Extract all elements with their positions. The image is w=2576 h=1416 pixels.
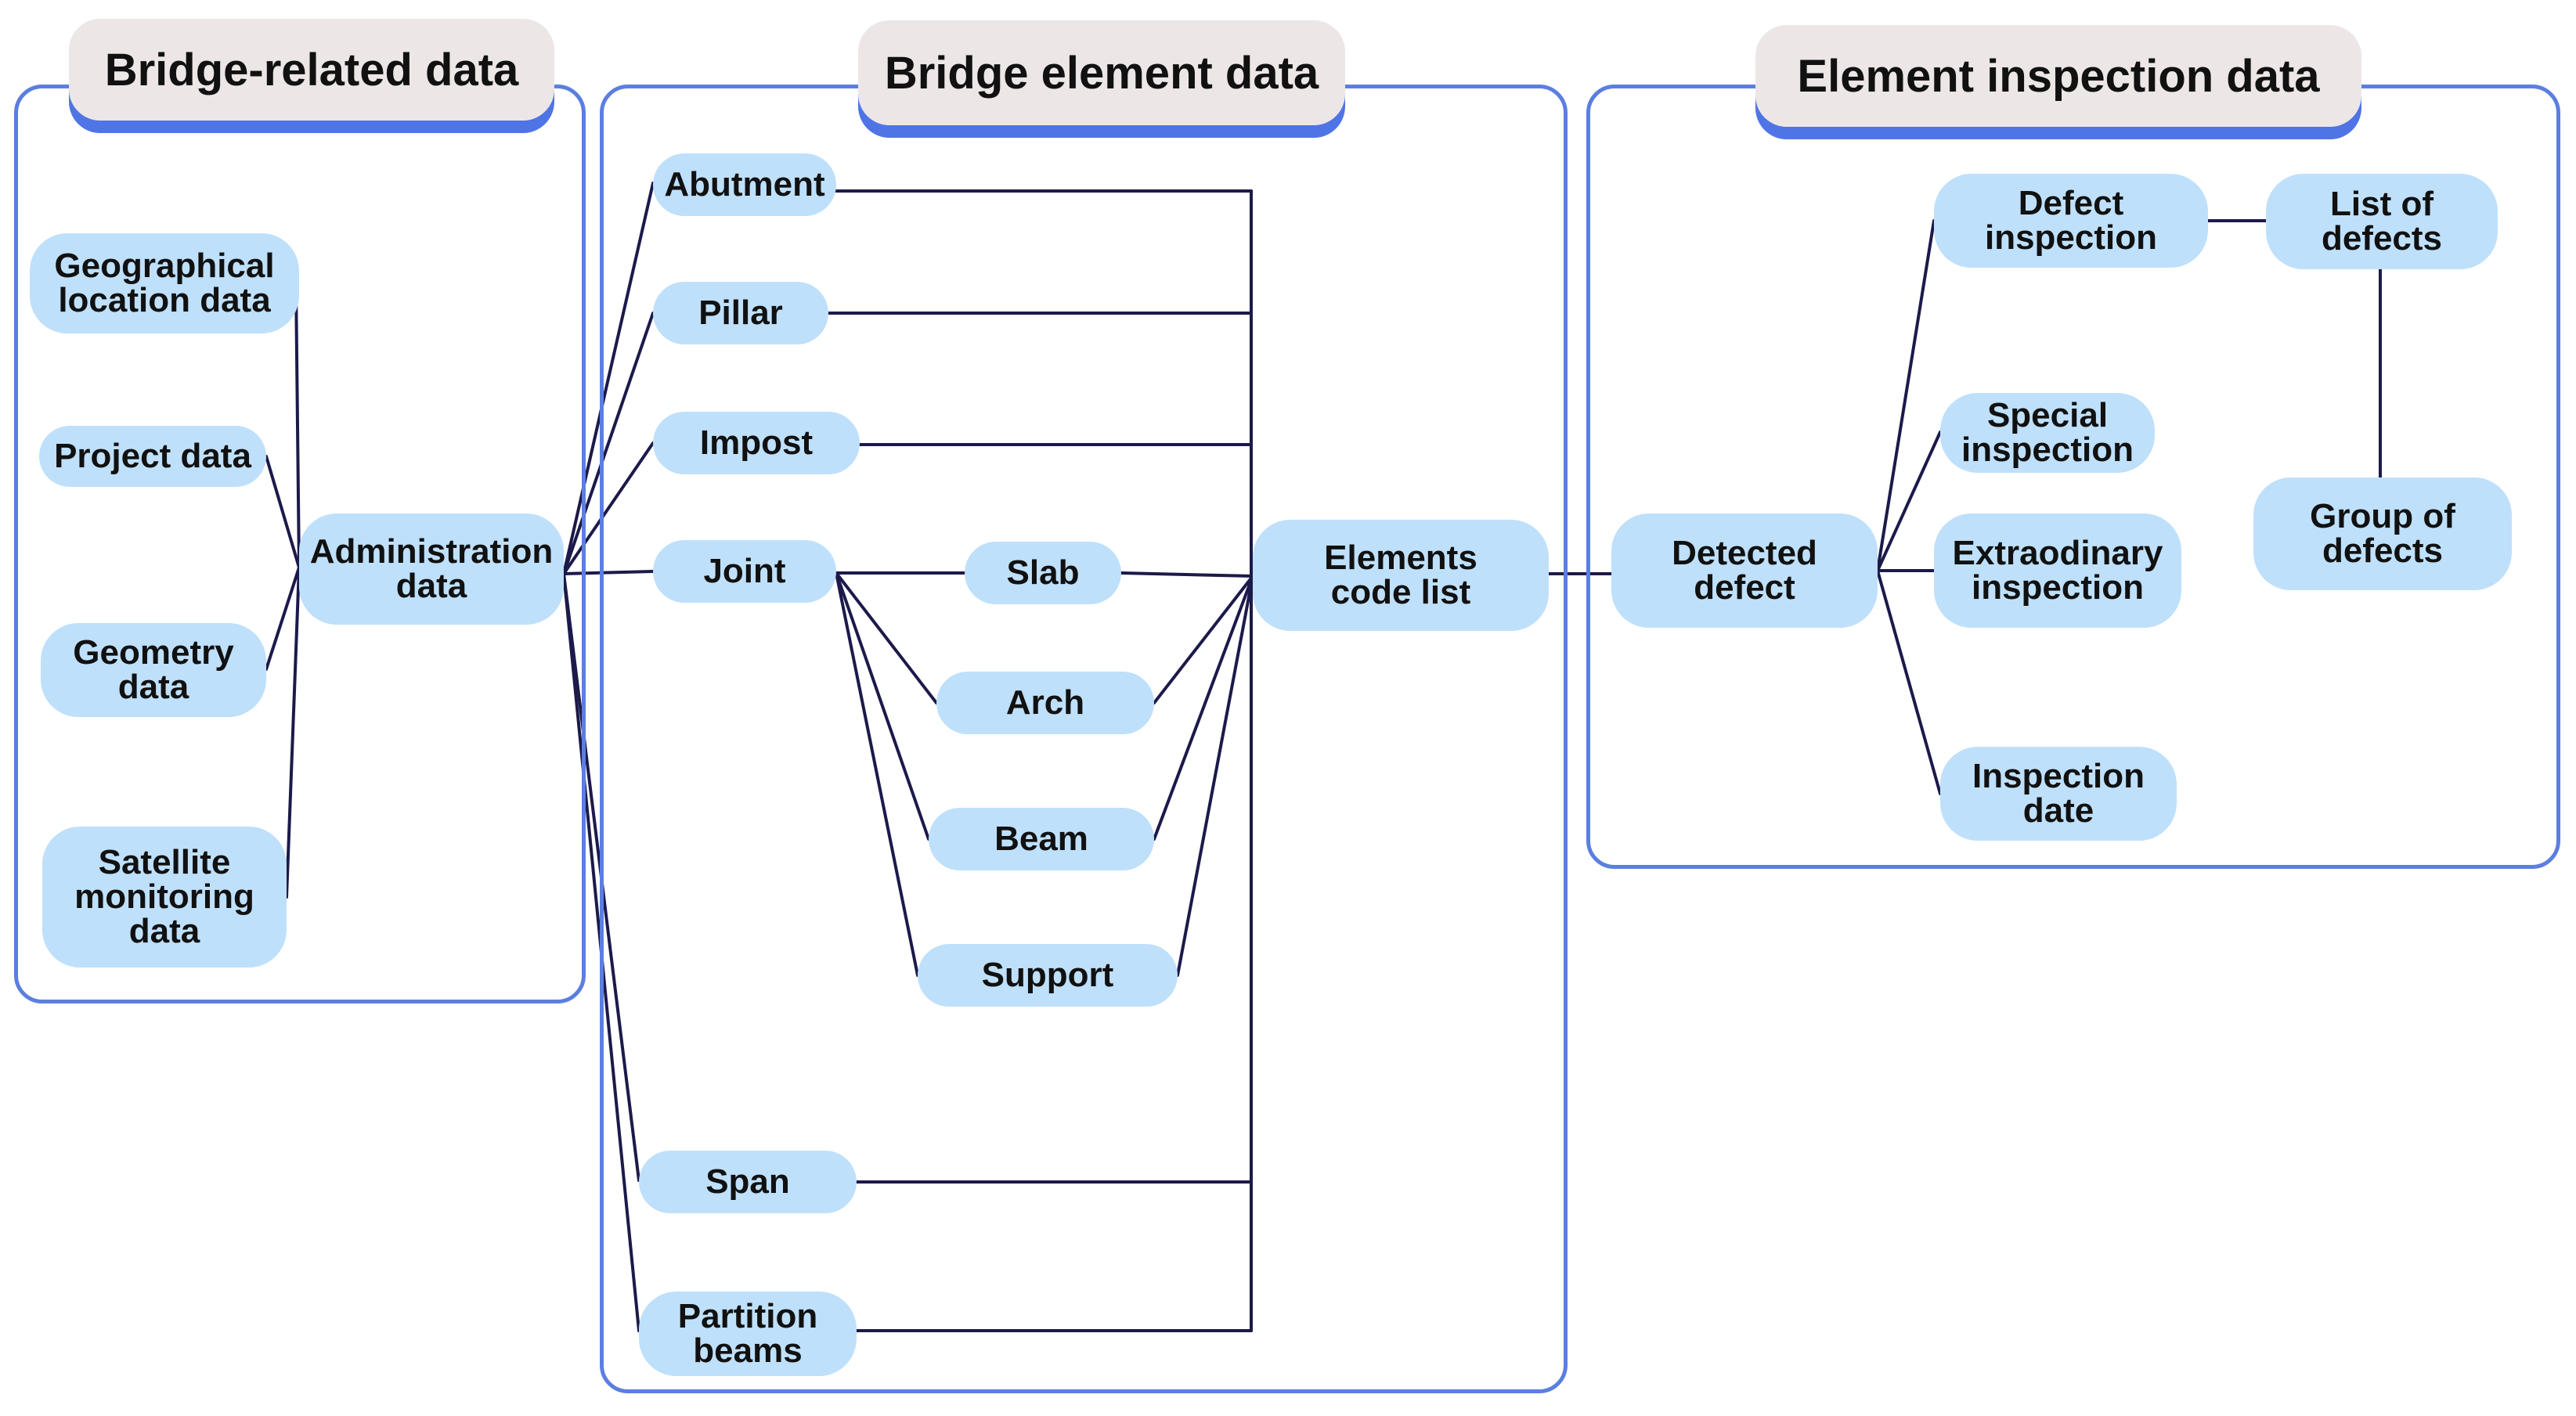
connector-joint-support [835, 571, 919, 977]
node-support: Support [918, 944, 1178, 1007]
connector-satellite-admin [285, 566, 301, 899]
connector-geometry-admin [265, 566, 301, 671]
node-administration-data: Administration data [299, 513, 564, 625]
node-beam: Beam [929, 808, 1154, 870]
node-slab: Slab [965, 542, 1121, 604]
node-partition-beams: Partition beams [639, 1292, 857, 1376]
node-defect-inspection: Defect inspection [1934, 174, 2208, 268]
connector-admin-abutment [562, 182, 655, 575]
connector-beam-code [1153, 575, 1254, 841]
node-inspection-date: Inspection date [1940, 747, 2177, 841]
header-element-inspection: Element inspection data [1755, 25, 2361, 127]
node-geographical-location-data: Geographical location data [30, 233, 299, 333]
connector-defect-defectinspection [1876, 219, 1936, 572]
connector-admin-joint [562, 570, 655, 575]
header-bridge-element: Bridge element data [858, 20, 1345, 125]
node-pillar: Pillar [653, 282, 828, 344]
node-elements-code-list: Elements code list [1253, 520, 1549, 631]
node-satellite-monitoring-data: Satellite monitoring data [42, 827, 287, 967]
node-span: Span [639, 1151, 857, 1213]
node-joint: Joint [653, 540, 836, 603]
connector-support-code [1176, 575, 1254, 977]
node-group-of-defects: Group of defects [2253, 477, 2512, 590]
connector-joint-arch [835, 571, 938, 704]
connector-joint-beam [835, 571, 930, 841]
node-project-data: Project data [39, 426, 266, 487]
node-extraordinary-inspection: Extraodinary inspection [1934, 513, 2181, 628]
node-detected-defect: Detected defect [1611, 513, 1878, 628]
node-list-of-defects: List of defects [2266, 174, 2498, 269]
header-bridge-related: Bridge-related data [69, 19, 554, 121]
connector-arch-code [1153, 575, 1254, 704]
node-abutment: Abutment [653, 153, 836, 216]
connector-slab-code [1120, 571, 1254, 578]
node-arch: Arch [936, 672, 1154, 734]
node-special-inspection: Special inspection [1940, 393, 2155, 473]
connector-admin-impost [562, 441, 655, 575]
node-geometry-data: Geometry data [41, 623, 266, 717]
node-impost: Impost [653, 412, 860, 474]
connector-project-admin [265, 455, 301, 569]
connector-admin-pillar [562, 312, 655, 575]
connector-defect-special [1876, 431, 1942, 572]
connector-geographical-admin [294, 282, 301, 569]
connector-defect-date [1876, 569, 1942, 795]
